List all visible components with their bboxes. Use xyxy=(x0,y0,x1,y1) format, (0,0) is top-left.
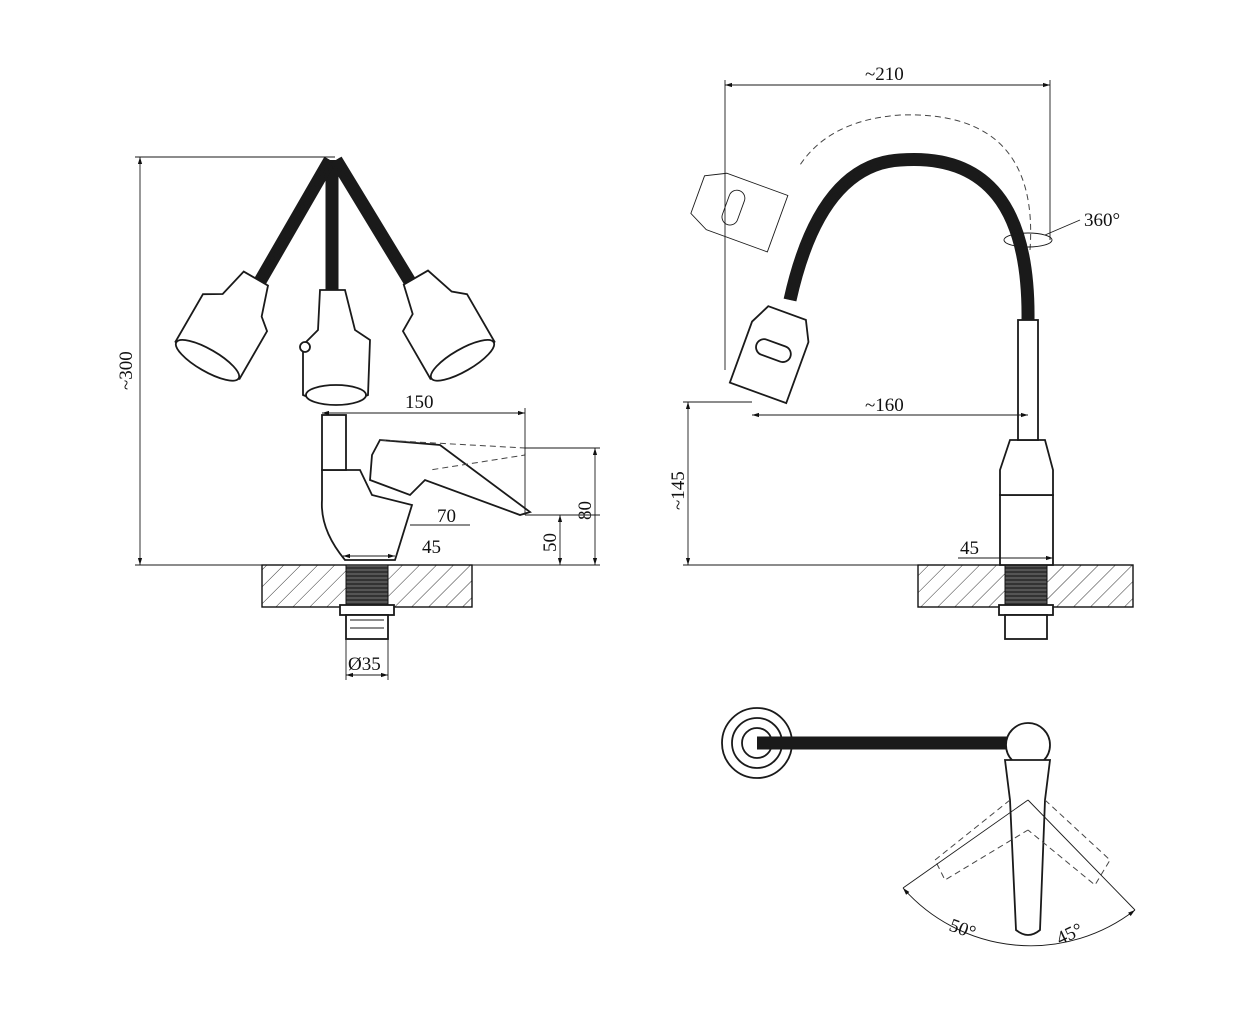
angle-left-label: 50° xyxy=(946,915,978,944)
angle-right-label: 45° xyxy=(1053,919,1086,949)
dim-lever-reach-label: 70 xyxy=(437,506,456,527)
dim-base-width-label: 45 xyxy=(960,538,979,559)
rotation-label: 360° xyxy=(1084,210,1120,231)
side-view: ~300 150 70 45 50 80 Ø35 xyxy=(116,156,600,680)
dim-spout-reach-label: ~160 xyxy=(865,395,904,416)
dim-total-lever-height-label: 80 xyxy=(575,501,596,520)
front-view: ~210 360° ~160 ~145 45 xyxy=(668,64,1134,640)
dim-spout-length-label: 150 xyxy=(405,392,434,413)
dim-spout-height-label: ~145 xyxy=(668,471,689,510)
dim-height-label: ~300 xyxy=(116,351,137,390)
dim-width-label: ~210 xyxy=(865,64,904,85)
lever-handle xyxy=(1003,759,1052,936)
dim-lever-height-label: 50 xyxy=(540,533,561,552)
dim-base-width-label: 45 xyxy=(422,537,441,558)
top-view: 50° 45° xyxy=(721,707,1136,950)
faucet-body xyxy=(999,494,1054,566)
spray-head-ghost xyxy=(690,172,789,253)
mounting-shank xyxy=(1004,564,1048,608)
mounting-shank xyxy=(345,564,389,608)
lever-handle xyxy=(369,439,532,516)
faucet-body xyxy=(320,469,414,561)
dim-pipe-diameter-label: Ø35 xyxy=(348,654,381,675)
